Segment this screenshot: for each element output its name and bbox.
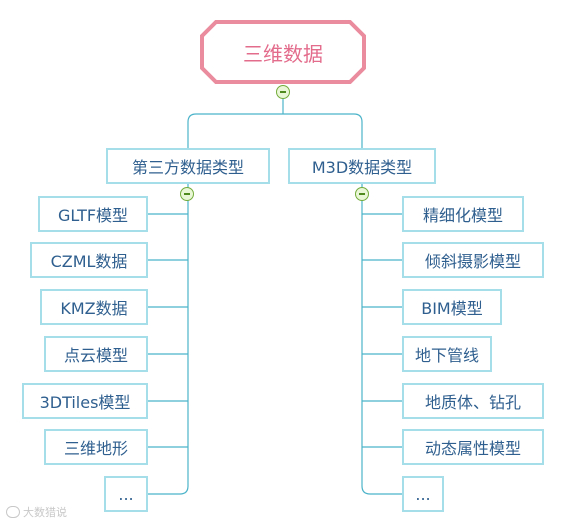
leaf-3d-terrain[interactable]: 三维地形 [44, 429, 148, 465]
leaf-bim-model[interactable]: BIM模型 [402, 289, 502, 325]
leaf-more-third-party[interactable]: ... [104, 476, 148, 512]
connector-line [148, 184, 189, 495]
leaf-underground-pipeline[interactable]: 地下管线 [402, 336, 492, 372]
watermark-text: 大数猎说 [23, 506, 67, 519]
leaf-3dtiles-model[interactable]: 3DTiles模型 [22, 383, 148, 419]
third-party-collapse-toggle[interactable] [180, 187, 194, 201]
root-node[interactable]: 三维数据 [200, 20, 366, 84]
root-node-shape [200, 20, 366, 84]
leaf-kmz-data[interactable]: KMZ数据 [40, 289, 148, 325]
branch-node-third-party[interactable]: 第三方数据类型 [106, 148, 270, 184]
root-collapse-toggle[interactable] [276, 85, 290, 99]
watermark: 大数猎说 [6, 504, 67, 520]
leaf-dynamic-attribute-model[interactable]: 动态属性模型 [402, 429, 544, 465]
leaf-more-m3d[interactable]: ... [402, 476, 444, 512]
leaf-point-cloud-model[interactable]: 点云模型 [44, 336, 148, 372]
root-node-label: 三维数据 [243, 41, 323, 66]
leaf-oblique-photography-model[interactable]: 倾斜摄影模型 [402, 242, 544, 278]
leaf-refined-model[interactable]: 精细化模型 [402, 196, 524, 232]
connector-line [361, 184, 402, 495]
m3d-collapse-toggle[interactable] [355, 187, 369, 201]
branch-node-m3d[interactable]: M3D数据类型 [288, 148, 436, 184]
leaf-czml-data[interactable]: CZML数据 [30, 242, 148, 278]
leaf-geological-body-drilling[interactable]: 地质体、钻孔 [402, 383, 544, 419]
weibo-icon [6, 506, 20, 518]
connector-line [187, 113, 197, 148]
connector-line [353, 113, 363, 148]
leaf-gltf-model[interactable]: GLTF模型 [38, 196, 148, 232]
